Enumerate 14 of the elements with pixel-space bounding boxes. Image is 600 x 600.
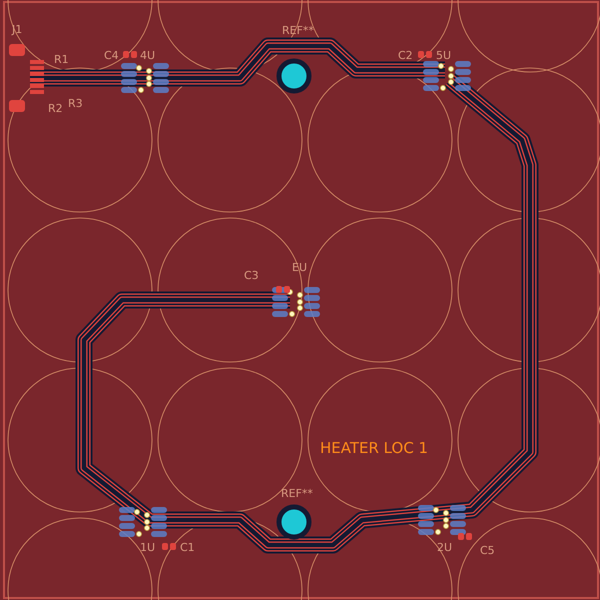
reference-designator: REF**: [281, 488, 313, 499]
reference-designator: C3: [244, 270, 259, 281]
reference-designator: R3: [68, 98, 83, 109]
reference-designator: R1: [54, 54, 69, 65]
board-label: HEATER LOC 1: [320, 441, 428, 456]
reference-designator: 2U: [437, 542, 452, 553]
reference-designator: C2: [398, 50, 413, 61]
reference-designator: 4U: [140, 50, 156, 61]
reference-designator: C5: [480, 545, 495, 556]
reference-designator: C1: [180, 542, 195, 553]
reference-designator: 1U: [140, 542, 156, 553]
reference-designator: 5U: [436, 50, 452, 61]
reference-designator: C4: [104, 50, 119, 61]
reference-designator: R2: [48, 103, 63, 114]
